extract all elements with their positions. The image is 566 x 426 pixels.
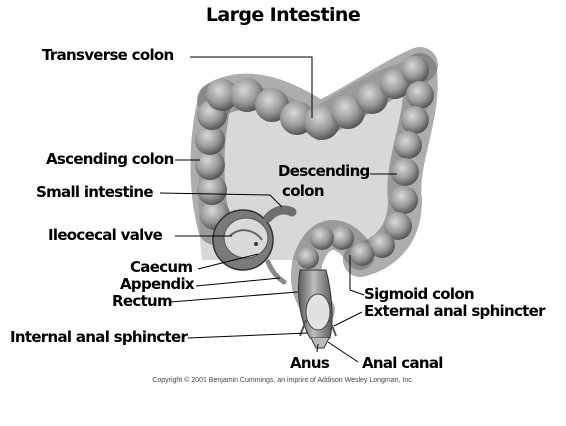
- label-anus: Anus: [290, 355, 329, 372]
- rectum-and-anal-canal: [298, 270, 336, 348]
- label-anal-canal: Anal canal: [362, 355, 443, 372]
- label-appendix: Appendix: [120, 276, 194, 293]
- label-descending-colon-line2: colon: [282, 183, 324, 200]
- label-caecum: Caecum: [130, 259, 192, 276]
- label-descending-colon-line1: Descending: [278, 163, 370, 180]
- page-title: Large Intestine: [0, 4, 566, 26]
- label-rectum: Rectum: [112, 293, 172, 310]
- label-small-intestine: Small intestine: [36, 184, 153, 201]
- label-ascending-colon: Ascending colon: [46, 151, 174, 168]
- label-external-anal-sphincter: External anal sphincter: [364, 303, 545, 320]
- copyright-notice: Copyright © 2001 Benjamin Cummings, an i…: [0, 377, 566, 384]
- label-internal-anal-sphincter: Internal anal sphincter: [10, 329, 187, 346]
- label-ileocecal-valve: Ileocecal valve: [48, 227, 162, 244]
- label-transverse-colon: Transverse colon: [42, 47, 174, 64]
- label-sigmoid-colon: Sigmoid colon: [364, 286, 474, 303]
